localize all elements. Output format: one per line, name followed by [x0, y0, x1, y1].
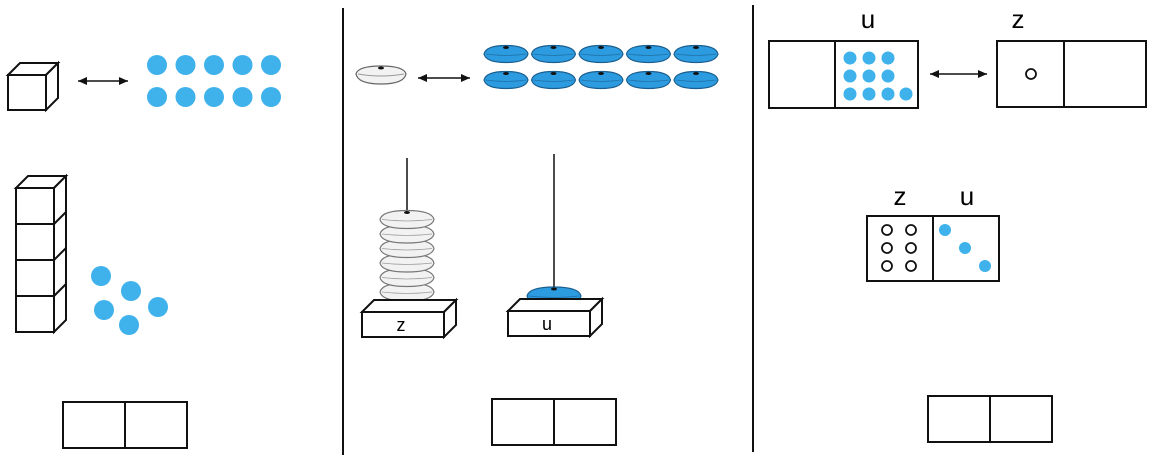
blue-bead: [530, 70, 577, 90]
tens-circles-group: [881, 224, 917, 272]
answer-boxes[interactable]: [927, 395, 1053, 443]
ten-circle: [905, 260, 917, 272]
answer-boxes[interactable]: [62, 401, 188, 449]
blue-dot: [959, 242, 971, 254]
answer-box-ones[interactable]: [553, 398, 617, 446]
ten-circle: [881, 242, 893, 254]
abacus-base-z: [359, 297, 459, 340]
blue-dot: [147, 55, 167, 75]
panel-place-value-table: u z z u: [768, 4, 1147, 443]
exchange-table-left: [768, 40, 919, 109]
ten-circle: [881, 224, 893, 236]
ten-dots-group: [147, 55, 281, 107]
white-bead-icon: [355, 65, 407, 85]
abacus-base-u: [505, 296, 605, 339]
blue-dot: [204, 55, 224, 75]
answer-box-tens[interactable]: [62, 401, 126, 449]
abacus-label-u: u: [542, 314, 552, 334]
tens-rod-icon: [13, 173, 69, 335]
blue-dot: [232, 55, 253, 75]
answer-box-ones[interactable]: [989, 395, 1053, 443]
blue-dot: [91, 266, 111, 286]
header-z-top: z: [1012, 4, 1025, 34]
blue-dot: [843, 51, 857, 65]
blue-dot: [862, 51, 876, 65]
ten-circle: [881, 260, 893, 272]
blue-dot: [148, 297, 168, 317]
blue-dot: [843, 87, 857, 101]
panel-cubes-and-dots: [5, 55, 281, 449]
blue-bead: [578, 44, 624, 64]
abacus-rod-z: z: [359, 158, 459, 340]
blue-dot: [881, 51, 895, 65]
blue-dot: [881, 87, 895, 101]
ten-circle: [905, 224, 917, 236]
blue-dot: [204, 87, 224, 107]
blue-dot: [843, 69, 857, 83]
blue-dot: [862, 87, 876, 101]
ones-dots-group: [939, 224, 991, 272]
abacus-rod-u: u: [505, 154, 605, 339]
blue-bead: [530, 44, 577, 64]
blue-dot: [175, 55, 196, 75]
exchange-table-right: [996, 40, 1147, 108]
blue-dot: [232, 87, 253, 107]
blue-bead: [578, 70, 624, 90]
blue-dot: [261, 55, 281, 75]
blue-dot: [979, 260, 991, 272]
panel-abacus: z u: [355, 44, 719, 446]
blue-dot: [862, 69, 876, 83]
ones-dots-group: [91, 266, 168, 335]
cube-icon: [5, 60, 61, 113]
blue-bead: [483, 70, 529, 90]
blue-dot: [121, 281, 141, 301]
blue-dot: [899, 87, 913, 101]
answer-box-ones[interactable]: [124, 401, 188, 449]
blue-dot: [119, 315, 139, 335]
blue-bead: [625, 70, 672, 90]
header-u-top: u: [861, 4, 875, 34]
blue-bead: [673, 70, 719, 90]
ten-circle: [1025, 68, 1037, 80]
answer-boxes[interactable]: [491, 398, 617, 446]
blue-dot: [261, 87, 281, 107]
answer-box-tens[interactable]: [491, 398, 555, 446]
blue-dot: [147, 87, 167, 107]
blue-bead: [483, 44, 529, 64]
z-bead-stack: [379, 209, 435, 302]
blue-bead: [625, 44, 672, 64]
abacus-label-z: z: [397, 315, 406, 335]
header-u: u: [960, 181, 974, 211]
blue-dot: [939, 224, 951, 236]
blue-dot: [94, 300, 114, 320]
ten-dots-group: [843, 51, 913, 101]
blue-dot: [175, 87, 196, 107]
ten-blue-beads-group: [483, 44, 719, 90]
header-z: z: [894, 181, 907, 211]
white-bead: [379, 209, 435, 230]
blue-dot: [881, 69, 895, 83]
ten-circle: [905, 242, 917, 254]
blue-bead: [673, 44, 719, 64]
answer-box-tens[interactable]: [927, 395, 991, 443]
